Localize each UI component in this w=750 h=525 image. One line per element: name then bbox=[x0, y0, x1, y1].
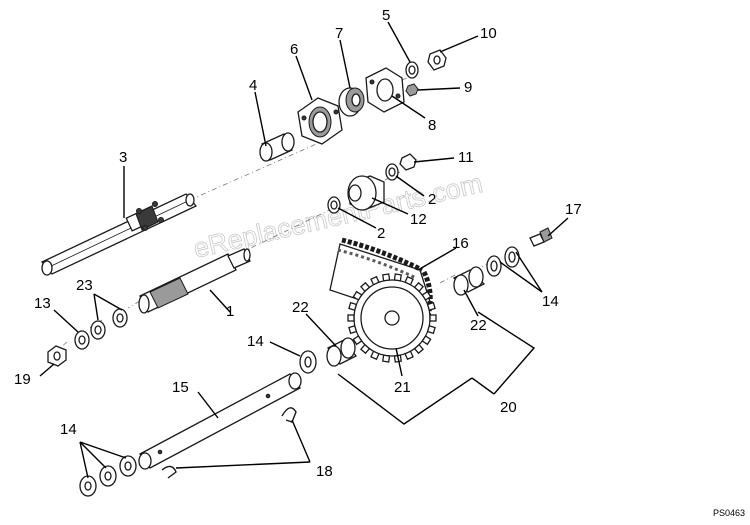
callout-22-right: 22 bbox=[470, 317, 487, 334]
callout-1: 1 bbox=[226, 303, 234, 320]
sprocket-tooth bbox=[429, 314, 437, 322]
callout-20: 20 bbox=[500, 399, 517, 416]
callout-12: 12 bbox=[410, 211, 427, 228]
sprocket-tooth bbox=[421, 335, 432, 346]
sprocket-tooth bbox=[382, 354, 391, 363]
callout-14-middle: 14 bbox=[247, 333, 264, 350]
callout-22-left: 22 bbox=[292, 299, 309, 316]
screw-part-17 bbox=[529, 227, 553, 247]
washers-part-14-right bbox=[486, 246, 520, 277]
washer-part-5 bbox=[405, 61, 419, 79]
bushing-part-22-right bbox=[452, 266, 486, 296]
sprocket-tooth bbox=[370, 275, 380, 286]
washer-part-2-upper bbox=[385, 163, 399, 181]
callout-7: 7 bbox=[335, 25, 343, 42]
washer-part-14-middle bbox=[299, 350, 317, 374]
sprocket-tooth bbox=[426, 301, 436, 311]
callout-10: 10 bbox=[480, 25, 497, 42]
callout-2-lower: 2 bbox=[377, 225, 385, 242]
sprocket-part-21 bbox=[347, 273, 437, 363]
sprocket-tooth bbox=[348, 301, 358, 311]
nut-part-10 bbox=[427, 49, 447, 71]
sprocket-tooth bbox=[413, 281, 424, 293]
sprocket-tooth bbox=[360, 343, 371, 355]
hairpin-clips-part-18 bbox=[161, 407, 297, 479]
flange-part-6 bbox=[297, 97, 343, 145]
flange-plate-part-8 bbox=[365, 67, 405, 113]
callout-18: 18 bbox=[316, 463, 333, 480]
callout-9: 9 bbox=[464, 79, 472, 96]
spacer-part-12 bbox=[347, 175, 385, 211]
sprocket-tooth bbox=[426, 325, 436, 335]
sprocket-tooth bbox=[382, 273, 391, 282]
sprocket-tooth bbox=[352, 335, 363, 346]
shaft-part-1 bbox=[138, 248, 251, 314]
nut-part-11 bbox=[399, 153, 417, 171]
sprocket-tooth bbox=[421, 290, 432, 301]
callout-23: 23 bbox=[76, 277, 93, 294]
washer-part-2-lower bbox=[327, 196, 341, 214]
washers-part-14-left bbox=[79, 455, 137, 497]
callout-15: 15 bbox=[172, 379, 189, 396]
sprocket-tooth bbox=[370, 350, 380, 361]
bushing-part-22-left bbox=[326, 337, 357, 367]
sprocket-tooth bbox=[348, 325, 358, 335]
sprocket-tooth bbox=[393, 273, 402, 282]
sprocket-tooth bbox=[404, 350, 414, 361]
callout-11: 11 bbox=[458, 149, 474, 166]
figure-reference: PS0463 bbox=[713, 508, 745, 518]
callout-21: 21 bbox=[394, 379, 411, 396]
sprocket-tooth bbox=[347, 314, 355, 322]
bearing-part-7 bbox=[338, 87, 365, 117]
watermark-text: eReplacementParts.com bbox=[191, 168, 486, 264]
sprocket-tooth bbox=[352, 290, 363, 301]
callout-16: 16 bbox=[452, 235, 469, 252]
callout-4: 4 bbox=[249, 77, 257, 94]
callout-3: 3 bbox=[119, 149, 127, 166]
callout-13: 13 bbox=[34, 295, 51, 312]
callout-5: 5 bbox=[382, 7, 390, 24]
callout-8: 8 bbox=[428, 117, 436, 134]
sprocket-tooth bbox=[413, 343, 424, 355]
washers-part-23 bbox=[90, 308, 128, 340]
leader-lines bbox=[39, 21, 569, 479]
shaft-part-3 bbox=[40, 193, 198, 276]
callout-19: 19 bbox=[14, 371, 31, 388]
nut-part-19 bbox=[47, 345, 67, 367]
callout-2-upper: 2 bbox=[428, 191, 436, 208]
washer-part-13 bbox=[74, 330, 90, 350]
nut-part-9 bbox=[405, 83, 419, 97]
callout-14-left: 14 bbox=[60, 421, 77, 438]
callout-17: 17 bbox=[565, 201, 582, 218]
axle-part-15 bbox=[138, 372, 302, 470]
callout-labels: 3 4 6 7 5 10 9 8 11 2 12 2 16 17 14 22 2… bbox=[14, 7, 582, 480]
sprocket-tooth bbox=[404, 275, 414, 286]
callout-14-right: 14 bbox=[542, 293, 559, 310]
sprocket-tooth bbox=[360, 281, 371, 293]
callout-6: 6 bbox=[290, 41, 298, 58]
bushing-part-4 bbox=[259, 132, 295, 162]
